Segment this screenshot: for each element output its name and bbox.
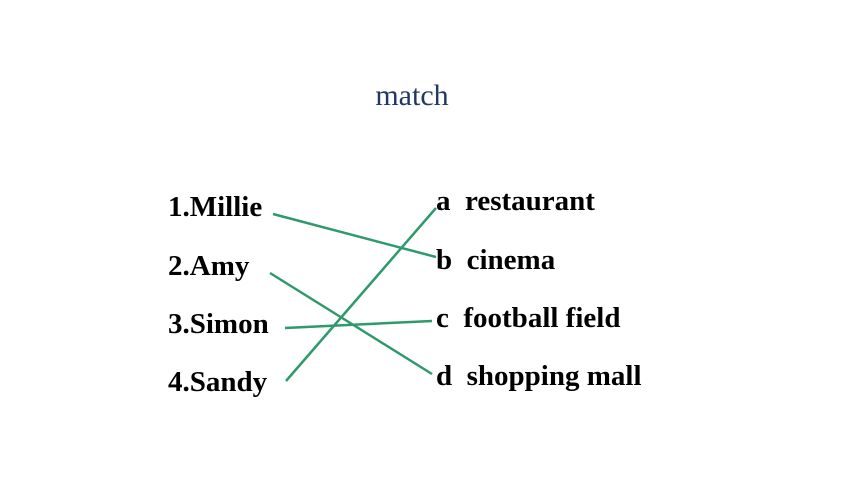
page-title: match [375, 79, 449, 112]
name-item-millie: 1.Millie [168, 191, 263, 223]
name-item-amy: 2.Amy [168, 250, 250, 282]
place-item-shopping-mall: d shopping mall [436, 360, 642, 392]
place-item-football-field: c football field [436, 302, 621, 334]
place-item-restaurant: a restaurant [436, 185, 595, 217]
match-line-millie-cinema [272, 212, 437, 259]
match-line-sandy-restaurant [285, 207, 437, 382]
place-item-cinema: b cinema [436, 244, 556, 276]
name-item-sandy: 4.Sandy [168, 366, 268, 398]
match-line-amy-shopping-mall [269, 271, 433, 376]
name-item-simon: 3.Simon [168, 308, 269, 340]
match-line-simon-football-field [284, 319, 433, 330]
